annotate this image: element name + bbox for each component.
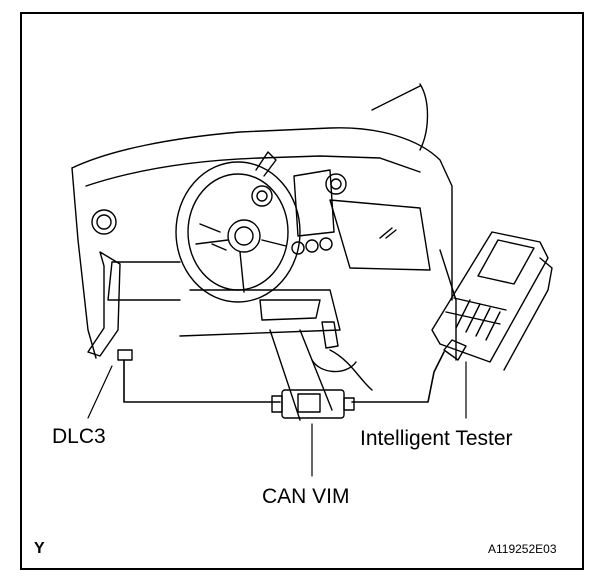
steering-wheel [175, 151, 301, 303]
cables [123, 351, 445, 403]
intelligent-tester-label: Intelligent Tester [360, 427, 513, 450]
intelligent-tester-device [431, 231, 553, 371]
console-controls [291, 169, 335, 255]
corner-letter: Y [34, 540, 45, 557]
can-vim-label: CAN VIM [262, 485, 350, 508]
gear-shift [311, 321, 357, 373]
air-vents [91, 173, 347, 235]
diagram-frame [20, 12, 584, 570]
dlc3-port [117, 349, 133, 361]
can-vim-box [271, 389, 355, 419]
left-pillar [87, 251, 121, 357]
leader-lines [87, 361, 467, 477]
dlc3-label: DLC3 [52, 425, 106, 448]
figure-code: A119252E03 [488, 542, 557, 556]
dashboard [71, 83, 457, 421]
